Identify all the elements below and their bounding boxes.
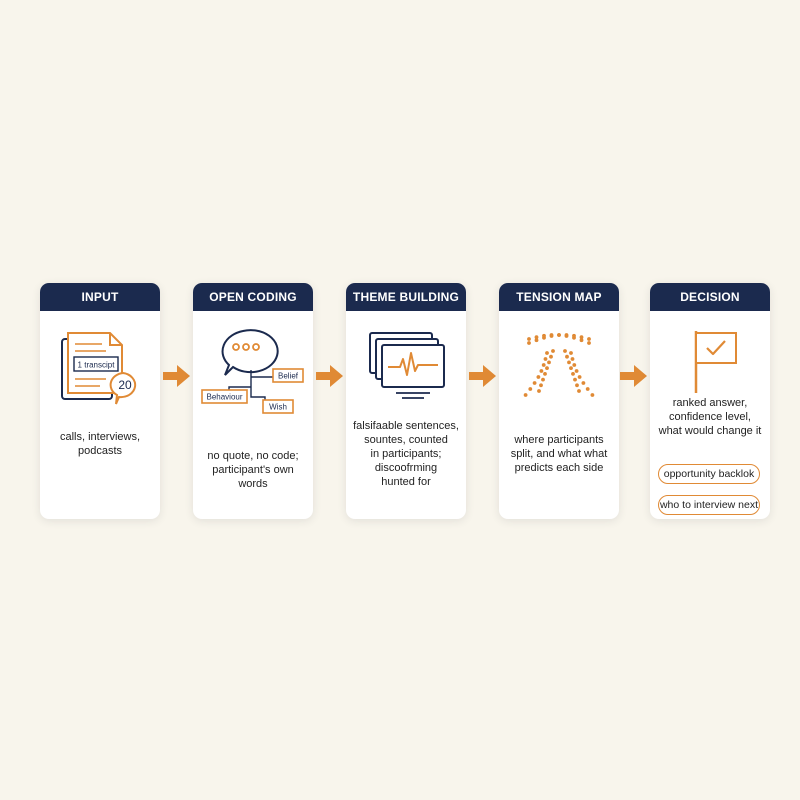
tension-dot bbox=[545, 351, 549, 355]
step-description: where participants split, and what what … bbox=[510, 434, 608, 474]
tension-dot bbox=[563, 349, 567, 353]
tension-dot bbox=[549, 354, 553, 359]
tension-dot bbox=[573, 377, 577, 382]
flow-arrow-icon bbox=[316, 365, 343, 387]
tension-dot bbox=[572, 363, 577, 367]
tension-dot bbox=[527, 337, 531, 341]
step-description: falsifaable sentences, sountes, counted … bbox=[353, 420, 459, 488]
tension-dot bbox=[569, 351, 573, 355]
tension-dot bbox=[532, 381, 537, 385]
tension-dot bbox=[536, 375, 541, 379]
tension-dot bbox=[575, 383, 579, 388]
code-label-belief: Belief bbox=[278, 372, 299, 381]
tension-dot bbox=[528, 387, 533, 391]
tension-dot bbox=[542, 335, 546, 340]
tension-dot bbox=[534, 338, 539, 343]
flow-arrow-icon bbox=[620, 365, 647, 387]
speech-bubble-tree-icon: Belief Behaviour Wish bbox=[193, 327, 313, 417]
step-card-open-coding: OPEN CODING Belief Behaviour Wish no quo… bbox=[193, 283, 313, 519]
tension-dot bbox=[565, 354, 569, 359]
tension-dot bbox=[564, 334, 569, 338]
tension-dot bbox=[587, 341, 591, 345]
tension-dot bbox=[577, 389, 581, 393]
tension-dot bbox=[534, 335, 539, 340]
tension-dot bbox=[541, 363, 546, 367]
tension-dot bbox=[571, 372, 575, 376]
tension-dot bbox=[545, 366, 549, 370]
tension-dot bbox=[539, 369, 544, 373]
tension-dot bbox=[543, 357, 548, 361]
tension-dot bbox=[579, 335, 584, 340]
tension-dot bbox=[570, 357, 575, 361]
stacked-waveform-screens-icon bbox=[346, 327, 466, 417]
transcript-document-icon: 1 transcipt 20 bbox=[40, 327, 160, 417]
step-description: ranked answer, confidence level, what wo… bbox=[658, 397, 762, 437]
step-description: calls, interviews, podcasts bbox=[59, 431, 141, 457]
flag-check-icon bbox=[650, 327, 770, 417]
step-title: TENSION MAP bbox=[499, 283, 619, 311]
tension-dot bbox=[585, 387, 590, 391]
output-who-to-interview-next: who to interview next bbox=[658, 495, 760, 515]
tension-dot bbox=[551, 349, 555, 353]
flow-arrow-icon bbox=[163, 365, 190, 387]
step-title: DECISION bbox=[650, 283, 770, 311]
tension-dot bbox=[539, 383, 543, 388]
tension-dot bbox=[537, 389, 541, 393]
tension-dot bbox=[590, 393, 595, 397]
tension-dot bbox=[577, 375, 582, 379]
tension-dot bbox=[572, 335, 576, 340]
tension-dot bbox=[574, 369, 579, 373]
output-opportunity-backlog: opportunity backlok bbox=[658, 464, 760, 484]
tension-dot bbox=[557, 333, 561, 337]
tension-dot bbox=[579, 338, 584, 343]
tension-dot bbox=[541, 377, 545, 382]
step-card-theme-building: THEME BUILDING falsifaable sentences, so… bbox=[346, 283, 466, 519]
flow-arrow-icon bbox=[469, 365, 496, 387]
tension-dot bbox=[549, 334, 554, 338]
transcript-label: 1 transcipt bbox=[78, 361, 116, 370]
tension-dot bbox=[523, 393, 528, 397]
step-card-decision: DECISION ranked answer, confidence level… bbox=[650, 283, 770, 519]
tension-dot bbox=[567, 360, 571, 365]
transcript-count: 20 bbox=[118, 378, 132, 392]
step-title: INPUT bbox=[40, 283, 160, 311]
step-card-input: INPUT 1 transcipt 20 calls, interviews, … bbox=[40, 283, 160, 519]
step-description: no quote, no code; participant's own wor… bbox=[207, 450, 299, 490]
tension-dot bbox=[569, 366, 573, 370]
code-label-behaviour: Behaviour bbox=[206, 393, 242, 402]
tension-dot bbox=[587, 337, 591, 341]
step-title: THEME BUILDING bbox=[346, 283, 466, 311]
step-card-tension-map: TENSION MAP where participants split, an… bbox=[499, 283, 619, 519]
tension-dot bbox=[547, 360, 551, 365]
tension-dot bbox=[527, 341, 531, 345]
code-label-wish: Wish bbox=[269, 403, 287, 412]
tension-dot bbox=[581, 381, 586, 385]
tension-dot bbox=[543, 372, 547, 376]
step-title: OPEN CODING bbox=[193, 283, 313, 311]
diverging-dots-icon bbox=[499, 327, 619, 417]
